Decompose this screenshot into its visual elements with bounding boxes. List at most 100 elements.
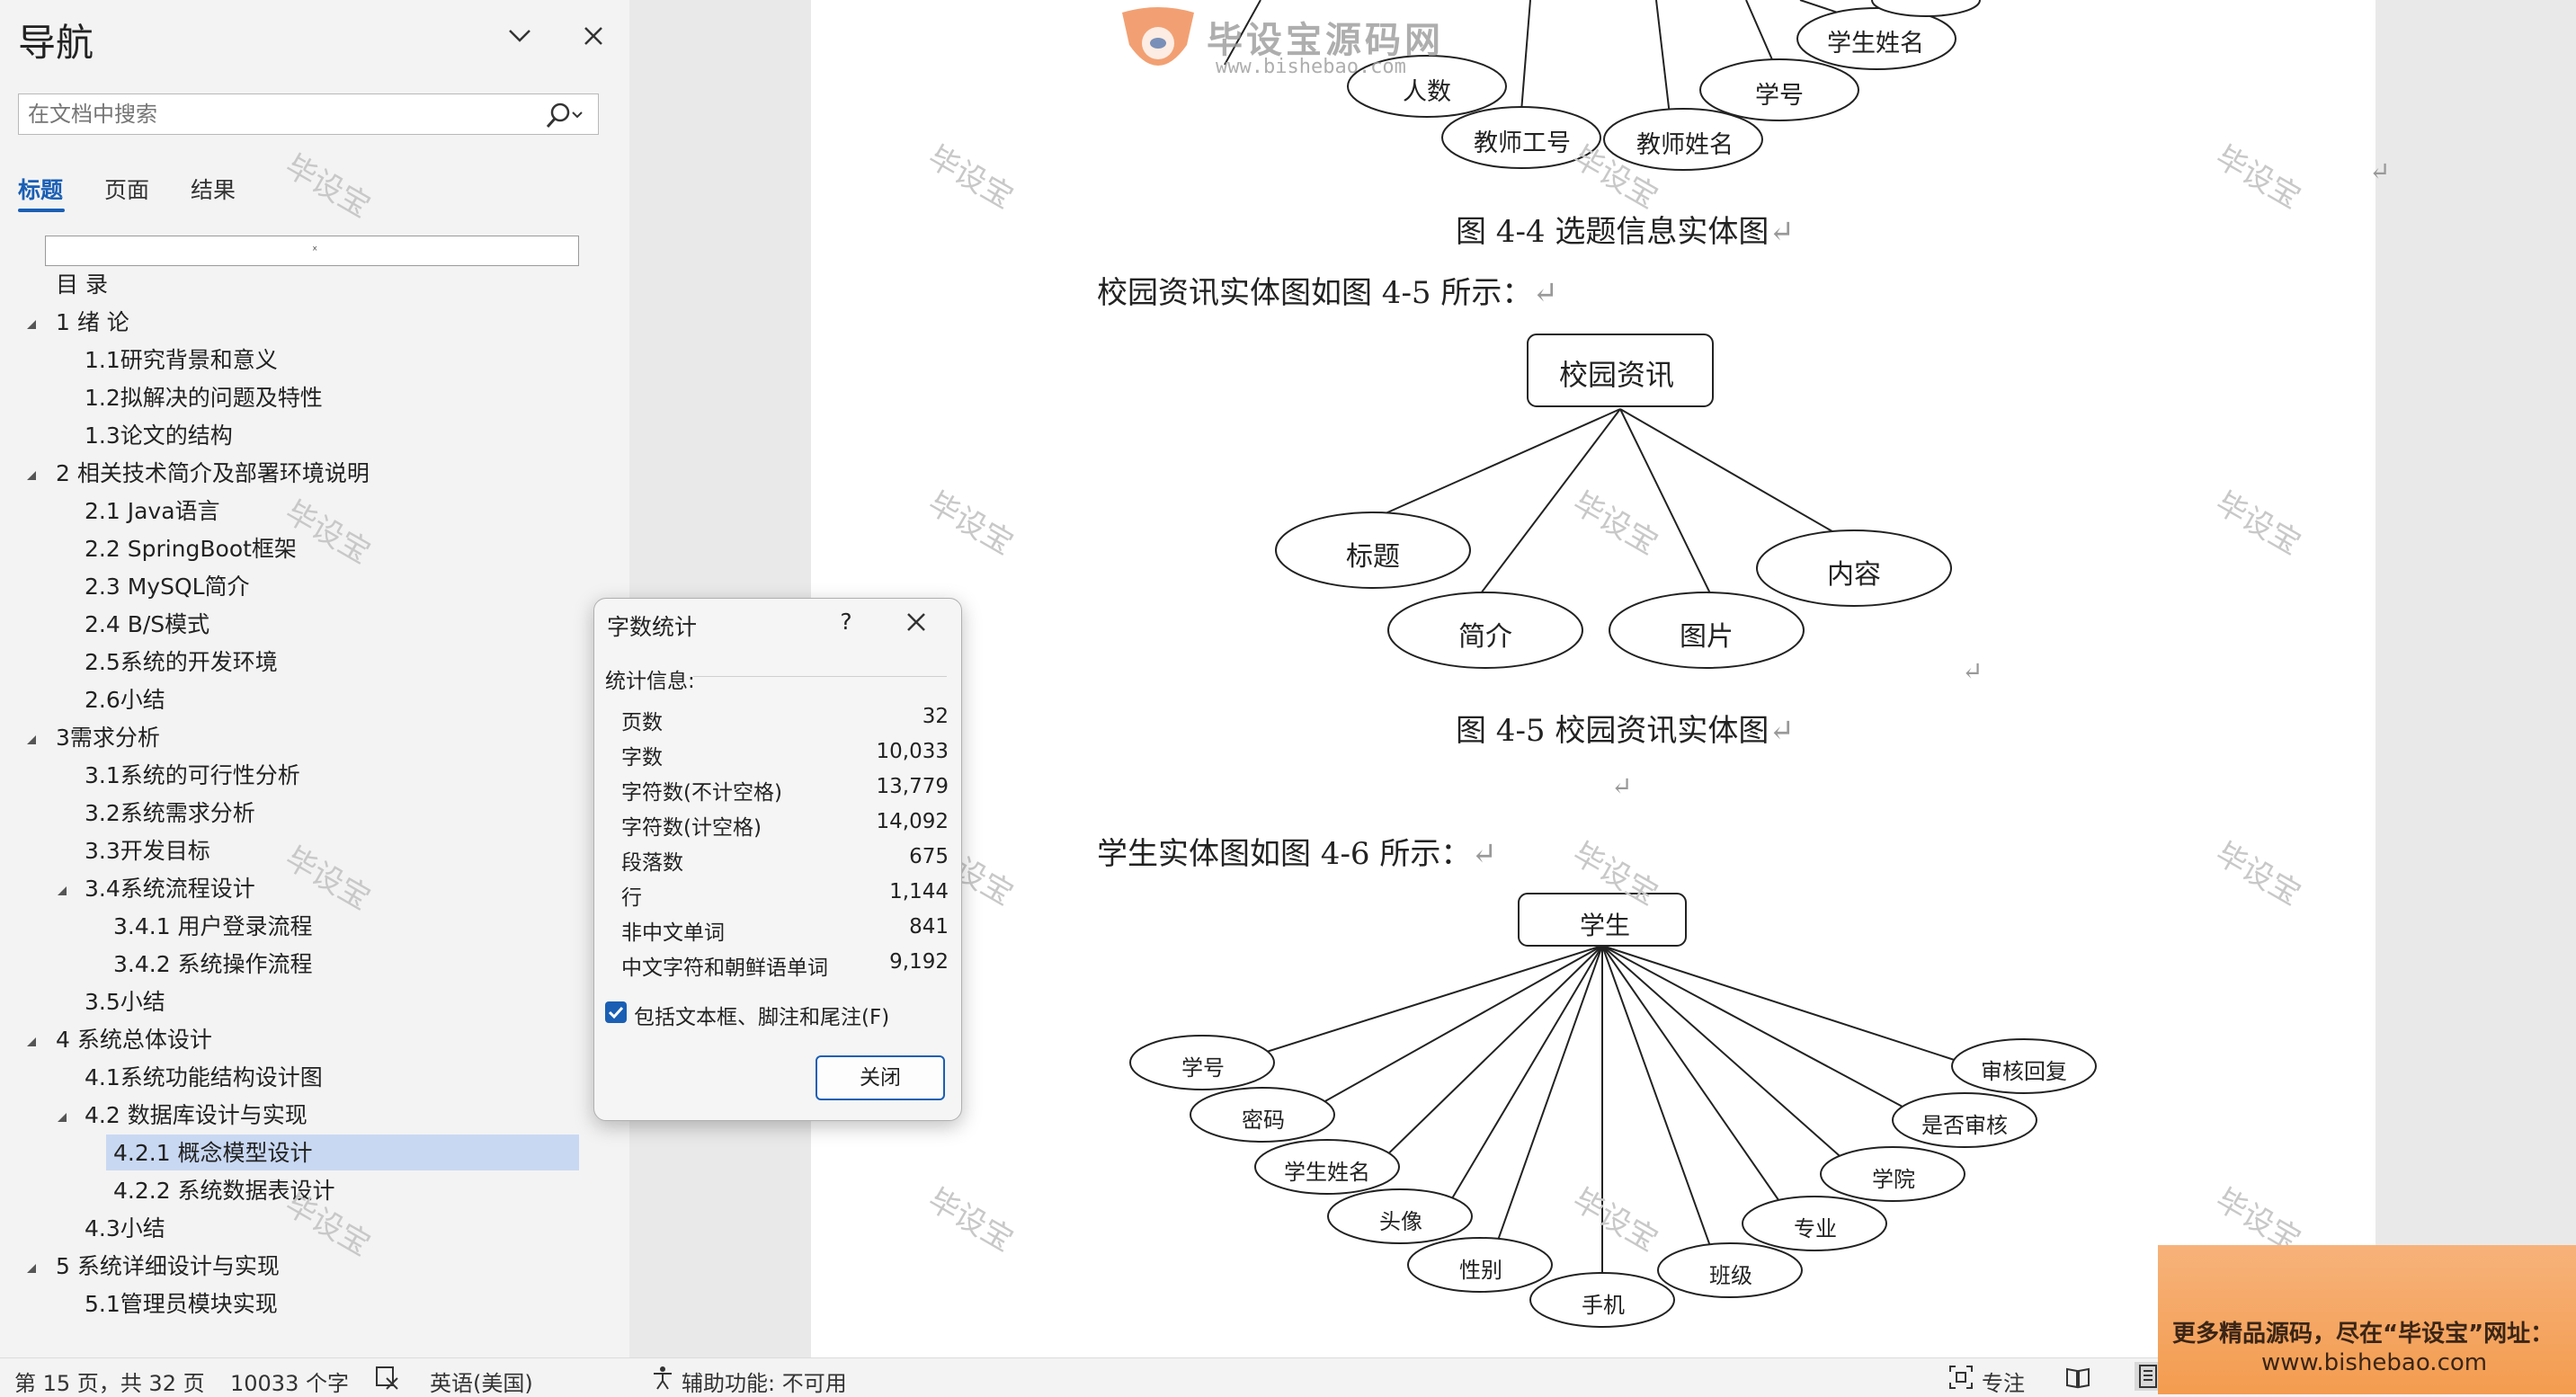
logo-text: 毕设宝源码网 bbox=[1207, 20, 1444, 61]
collapse-arrow-icon[interactable] bbox=[56, 884, 68, 896]
close-icon[interactable] bbox=[896, 606, 936, 638]
toc-item[interactable]: 3.4.1 用户登录流程 bbox=[113, 913, 313, 939]
paragraph-mark-icon: ↵ bbox=[1471, 836, 1497, 872]
er-attribute-label: 学院 bbox=[1872, 1167, 1915, 1192]
toc-item[interactable]: 3.4系统流程设计 bbox=[85, 876, 255, 902]
focus-mode-label[interactable]: 专注 bbox=[1982, 1371, 2025, 1396]
toc-item[interactable]: 3.3开发目标 bbox=[85, 838, 210, 864]
toc-item-selected[interactable]: 4.2.1 概念模型设计 bbox=[113, 1140, 313, 1166]
navigation-pane: 导航 标题 页面 结果 ˣ 目 录 1 绪 论 1.1研究背景和意义 1.2拟解… bbox=[0, 0, 629, 1357]
er-attribute-label: 班级 bbox=[1709, 1263, 1752, 1288]
include-textboxes-checkbox[interactable] bbox=[605, 1001, 627, 1023]
toc-item[interactable]: 1.2拟解决的问题及特性 bbox=[85, 385, 323, 411]
tab-pages[interactable]: 页面 bbox=[104, 177, 150, 203]
document-page[interactable]: 学生姓名 人数 学号 教师工号 教师姓名 图 4-4 选题信息实体图↵ 校园资讯… bbox=[811, 0, 2390, 1357]
document-area: 学生姓名 人数 学号 教师工号 教师姓名 图 4-4 选题信息实体图↵ 校园资讯… bbox=[629, 0, 2576, 1357]
collapse-arrow-icon[interactable] bbox=[25, 468, 38, 481]
stat-value: 14,092 bbox=[876, 810, 949, 833]
paragraph-mark-icon: ↵ bbox=[2369, 156, 2391, 186]
stat-value: 9,192 bbox=[889, 950, 949, 974]
er-attribute-label: 性别 bbox=[1459, 1258, 1502, 1283]
toc-item[interactable]: 4.3小结 bbox=[85, 1215, 165, 1241]
toc-item[interactable]: 1.3论文的结构 bbox=[85, 423, 233, 449]
search-icon[interactable] bbox=[542, 100, 587, 130]
toc-item[interactable]: 4 系统总体设计 bbox=[56, 1027, 212, 1053]
toc-item[interactable]: 2.4 B/S模式 bbox=[85, 611, 210, 637]
stat-value: 841 bbox=[909, 915, 949, 939]
stat-value: 13,779 bbox=[876, 775, 949, 798]
paragraph-mark-icon: ↵ bbox=[1532, 275, 1558, 311]
read-mode-icon[interactable] bbox=[2064, 1364, 2091, 1391]
nav-search-input[interactable] bbox=[28, 94, 531, 134]
er-attribute-label: 学号 bbox=[1181, 1055, 1225, 1081]
toc-item[interactable]: 3.1系统的可行性分析 bbox=[85, 762, 300, 788]
stat-label: 非中文单词 bbox=[621, 921, 725, 945]
word-count-dialog: 字数统计 ? 统计信息: 页数 32 字数 10,033 字符数(不计空格) 1… bbox=[593, 598, 962, 1121]
figure-caption-text: 图 4-5 校园资讯实体图 bbox=[1456, 713, 1769, 749]
er-attribute-label: 图片 bbox=[1680, 621, 1734, 653]
collapse-arrow-icon[interactable] bbox=[56, 1110, 68, 1123]
er-attribute-label: 专业 bbox=[1794, 1216, 1837, 1241]
er-diagrams bbox=[1129, 0, 2097, 1328]
toc-item[interactable]: 2 相关技术简介及部署环境说明 bbox=[56, 460, 370, 486]
toc-item[interactable]: 4.2 数据库设计与实现 bbox=[85, 1102, 308, 1128]
figure-caption: 图 4-5 校园资讯实体图↵ bbox=[1456, 706, 1795, 750]
print-layout-icon[interactable] bbox=[2135, 1362, 2162, 1391]
toc-item[interactable]: 1.1研究背景和意义 bbox=[85, 347, 278, 373]
logo-url: www.bishebao.com bbox=[1216, 56, 1406, 78]
toc-item[interactable]: 5 系统详细设计与实现 bbox=[56, 1253, 280, 1279]
toc-item[interactable]: 3.2系统需求分析 bbox=[85, 800, 255, 826]
accessibility-status[interactable]: 辅助功能: 不可用 bbox=[682, 1371, 847, 1396]
toc-item[interactable]: 2.5系统的开发环境 bbox=[85, 649, 278, 675]
tab-headings[interactable]: 标题 bbox=[18, 177, 64, 203]
toc-item[interactable]: 3需求分析 bbox=[56, 725, 160, 751]
tab-results[interactable]: 结果 bbox=[191, 177, 236, 203]
er-attribute-label: 学生姓名 bbox=[1827, 30, 1924, 58]
toc-item[interactable]: 目 录 bbox=[56, 271, 108, 298]
stat-value: 1,144 bbox=[889, 880, 949, 903]
toc-item[interactable]: 1 绪 论 bbox=[56, 309, 129, 335]
paragraph-mark-icon: ↵ bbox=[1611, 771, 1633, 801]
er-attribute-label: 是否审核 bbox=[1921, 1113, 2008, 1138]
toc-item[interactable]: 2.6小结 bbox=[85, 687, 165, 713]
toc-item[interactable]: 3.5小结 bbox=[85, 989, 165, 1015]
accessibility-icon[interactable] bbox=[649, 1364, 676, 1391]
collapse-arrow-icon[interactable] bbox=[25, 733, 38, 745]
body-paragraph[interactable]: 学生实体图如图 4-6 所示：↵ bbox=[1097, 829, 1497, 873]
toc-first-heading-box[interactable]: ˣ bbox=[45, 236, 579, 266]
toc-item[interactable]: 2.1 Java语言 bbox=[85, 498, 220, 524]
ad-banner[interactable]: 更多精品源码，尽在“毕设宝”网址： www.bishebao.com bbox=[2158, 1245, 2576, 1394]
collapse-arrow-icon[interactable] bbox=[25, 317, 38, 330]
stats-section-label: 统计信息: bbox=[605, 670, 695, 693]
stat-label: 字符数(计空格) bbox=[621, 816, 762, 840]
er-attribute-label: 标题 bbox=[1346, 541, 1400, 573]
help-icon[interactable]: ? bbox=[840, 609, 852, 635]
close-button[interactable]: 关闭 bbox=[816, 1055, 945, 1100]
language-status[interactable]: 英语(美国) bbox=[430, 1371, 533, 1396]
toc-item[interactable]: 4.1系统功能结构设计图 bbox=[85, 1064, 323, 1090]
toc-item[interactable]: 4.2.2 系统数据表设计 bbox=[113, 1178, 335, 1204]
focus-icon[interactable] bbox=[1948, 1364, 1974, 1391]
body-paragraph[interactable]: 校园资讯实体图如图 4-5 所示：↵ bbox=[1097, 268, 1558, 312]
er-entity-label: 学生 bbox=[1580, 911, 1631, 940]
page-count-status[interactable]: 第 15 页，共 32 页 bbox=[14, 1371, 205, 1396]
nav-title: 导航 bbox=[18, 21, 94, 65]
nav-options-chevron-icon[interactable] bbox=[500, 16, 539, 56]
dialog-title: 字数统计 bbox=[607, 614, 698, 640]
collapse-arrow-icon[interactable] bbox=[25, 1035, 38, 1047]
logo-badge-icon bbox=[1115, 4, 1201, 81]
proofing-icon[interactable] bbox=[374, 1364, 401, 1391]
nav-close-icon[interactable] bbox=[574, 16, 613, 56]
watermark: 毕设宝 bbox=[279, 840, 377, 918]
include-textboxes-label[interactable]: 包括文本框、脚注和尾注(F) bbox=[634, 1006, 890, 1029]
stat-value: 675 bbox=[909, 845, 949, 868]
toc-item[interactable]: 3.4.2 系统操作流程 bbox=[113, 951, 313, 977]
word-count-status[interactable]: 10033 个字 bbox=[230, 1371, 349, 1396]
toc-item[interactable]: 2.3 MySQL简介 bbox=[85, 574, 250, 600]
toc-item[interactable]: 2.2 SpringBoot框架 bbox=[85, 536, 297, 562]
er-attribute-label: 简介 bbox=[1458, 621, 1512, 653]
paragraph-text: 学生实体图如图 4-6 所示： bbox=[1097, 836, 1472, 872]
ad-url[interactable]: www.bishebao.com bbox=[2261, 1349, 2488, 1376]
toc-item[interactable]: 5.1管理员模块实现 bbox=[85, 1291, 278, 1317]
collapse-arrow-icon[interactable] bbox=[25, 1261, 38, 1274]
